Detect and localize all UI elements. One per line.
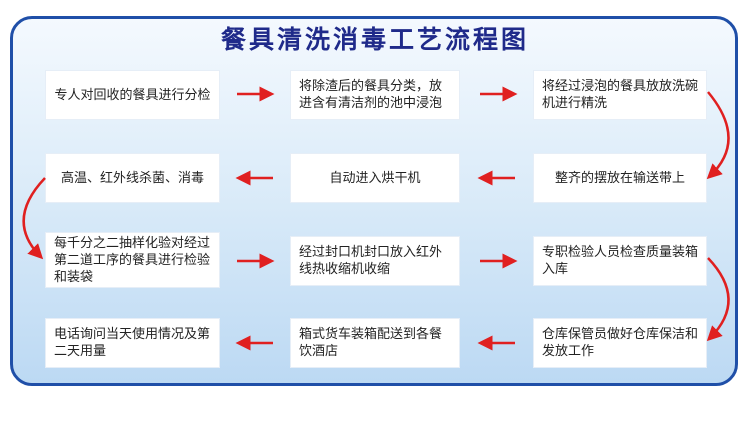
step-11-text: 箱式货车装箱配送到各餐饮酒店 xyxy=(299,327,443,359)
step-7-box: 每千分之二抽样化验对经过第二道工序的餐具进行检验和装袋 xyxy=(45,232,220,288)
step-2-box: 将除渣后的餐具分类，放进含有清洁剂的池中浸泡 xyxy=(290,70,460,120)
step-6-box: 高温、红外线杀菌、消毒 xyxy=(45,153,220,203)
step-7-text: 每千分之二抽样化验对经过第二道工序的餐具进行检验和装袋 xyxy=(54,235,211,285)
step-6-text: 高温、红外线杀菌、消毒 xyxy=(60,170,204,186)
step-8-text: 经过封口机封口放入红外线热收缩机收缩 xyxy=(299,245,443,277)
step-5-box: 自动进入烘干机 xyxy=(290,153,460,203)
step-12-text: 电话询问当天使用情况及第二天用量 xyxy=(54,327,211,359)
step-10-box: 仓库保管员做好仓库保洁和发放工作 xyxy=(533,318,707,368)
step-10-text: 仓库保管员做好仓库保洁和发放工作 xyxy=(542,327,699,359)
step-12-box: 电话询问当天使用情况及第二天用量 xyxy=(45,318,220,368)
step-4-text: 整齐的摆放在输送带上 xyxy=(554,170,685,186)
step-5-text: 自动进入烘干机 xyxy=(329,170,421,186)
step-3-text: 将经过浸泡的餐具放放洗碗机进行精洗 xyxy=(542,79,699,111)
step-3-box: 将经过浸泡的餐具放放洗碗机进行精洗 xyxy=(533,70,707,120)
step-4-box: 整齐的摆放在输送带上 xyxy=(533,153,707,203)
step-2-text: 将除渣后的餐具分类，放进含有清洁剂的池中浸泡 xyxy=(299,79,443,111)
diagram-title: 餐具清洗消毒工艺流程图 xyxy=(220,25,529,54)
step-1-box: 专人对回收的餐具进行分检 xyxy=(45,70,220,120)
step-1-text: 专人对回收的餐具进行分检 xyxy=(54,87,211,103)
step-8-box: 经过封口机封口放入红外线热收缩机收缩 xyxy=(290,236,460,286)
step-9-box: 专职检验人员检查质量装箱入库 xyxy=(533,236,707,286)
step-11-box: 箱式货车装箱配送到各餐饮酒店 xyxy=(290,318,460,368)
step-9-text: 专职检验人员检查质量装箱入库 xyxy=(542,245,699,277)
